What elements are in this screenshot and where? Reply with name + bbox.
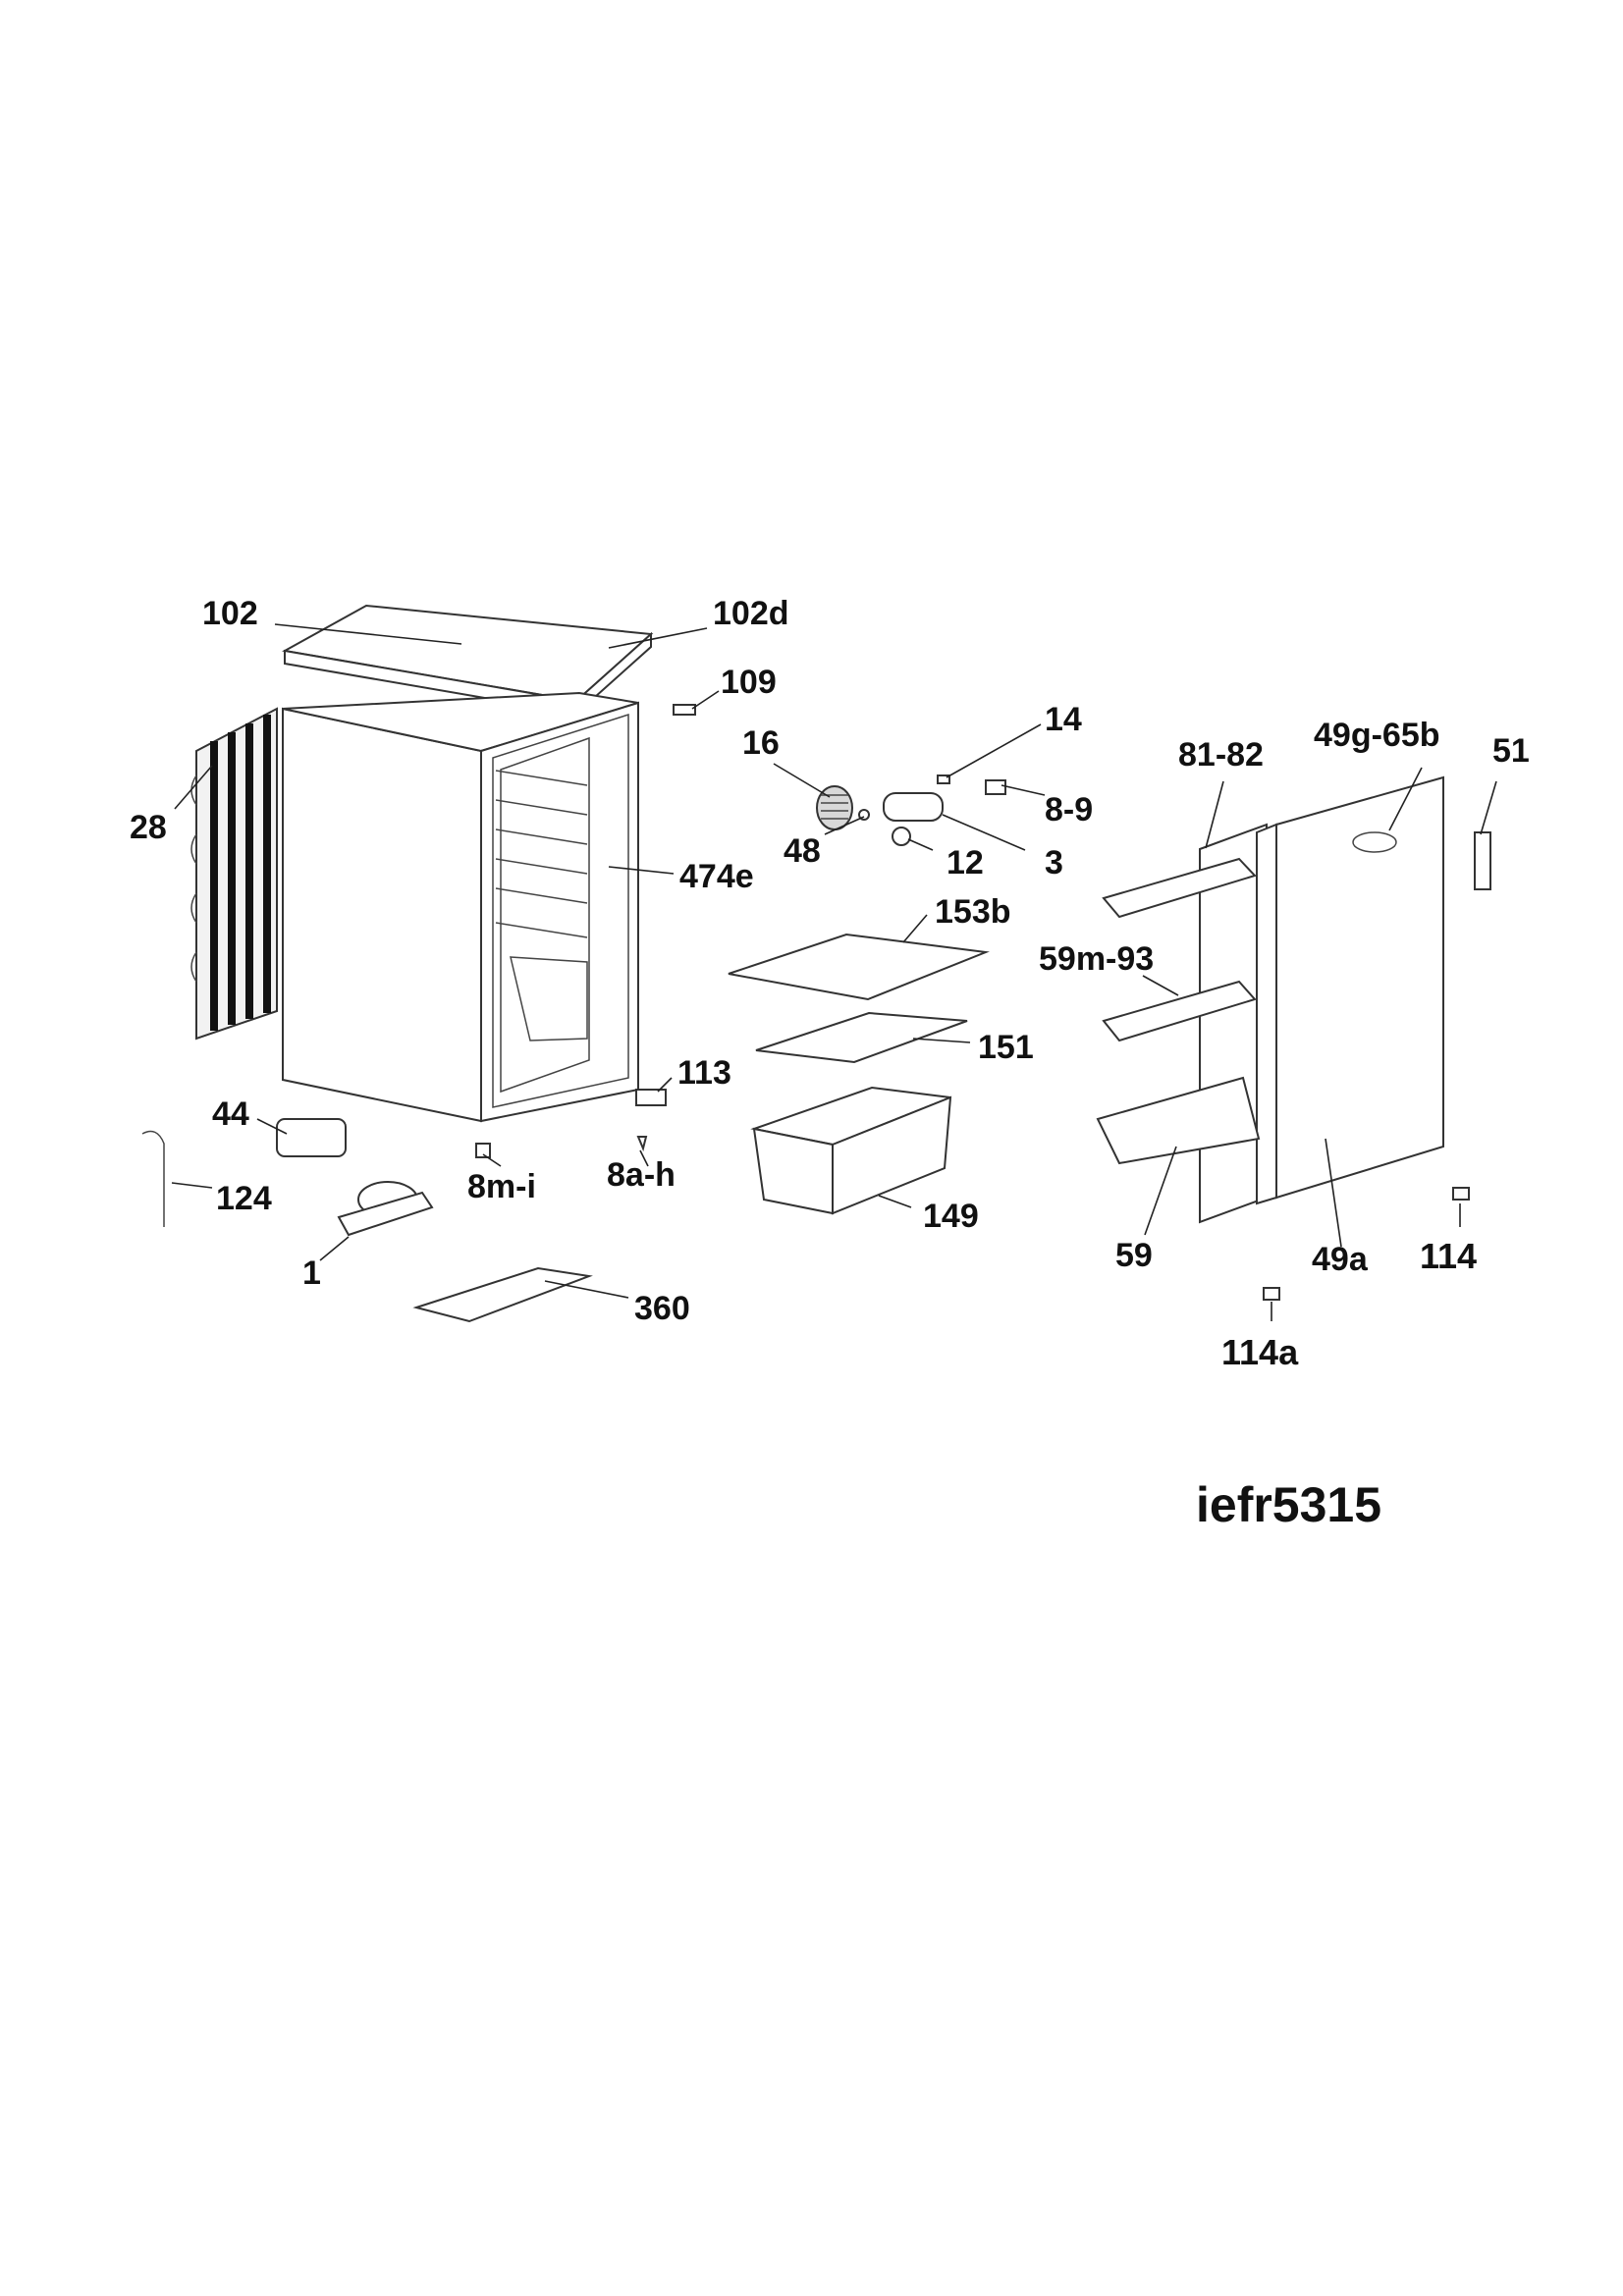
callout-8a-h: 8a-h bbox=[607, 1156, 676, 1194]
callout-49g-65b: 49g-65b bbox=[1314, 717, 1440, 754]
callout-1: 1 bbox=[302, 1255, 321, 1292]
callout-8m-i: 8m-i bbox=[467, 1168, 536, 1205]
callout-51: 51 bbox=[1492, 732, 1530, 770]
callout-14: 14 bbox=[1045, 701, 1082, 738]
callout-81-82: 81-82 bbox=[1178, 736, 1264, 774]
leader-lines bbox=[171, 623, 1497, 1321]
crisper-drawer bbox=[750, 1086, 952, 1215]
condenser-coil bbox=[190, 707, 278, 1041]
callout-114a: 114a bbox=[1221, 1332, 1299, 1372]
callout-151: 151 bbox=[978, 1029, 1034, 1066]
callout-149: 149 bbox=[923, 1198, 979, 1235]
callout-102: 102 bbox=[202, 595, 258, 632]
callout-49a: 49a bbox=[1312, 1241, 1368, 1278]
callout-109: 109 bbox=[721, 664, 777, 701]
callout-28: 28 bbox=[130, 809, 167, 846]
door-balconies bbox=[1096, 857, 1261, 1165]
callout-59: 59 bbox=[1115, 1237, 1153, 1274]
callout-44: 44 bbox=[212, 1095, 249, 1133]
callout-102d: 102d bbox=[713, 595, 789, 632]
callout-8-9: 8-9 bbox=[1045, 791, 1094, 828]
callout-124: 124 bbox=[216, 1180, 272, 1217]
callout-360: 360 bbox=[634, 1290, 690, 1327]
callout-153b: 153b bbox=[935, 893, 1011, 931]
callout-12: 12 bbox=[947, 844, 984, 881]
callout-113: 113 bbox=[677, 1054, 731, 1092]
door bbox=[1199, 775, 1444, 1224]
callout-48: 48 bbox=[784, 832, 821, 870]
model-code: iefr5315 bbox=[1196, 1477, 1382, 1532]
callout-59m-93: 59m-93 bbox=[1039, 940, 1155, 978]
glass-shelves bbox=[728, 933, 990, 1064]
small-parts bbox=[141, 1089, 1470, 1323]
cabinet bbox=[282, 691, 639, 1123]
callout-474e: 474e bbox=[679, 858, 754, 895]
callout-3: 3 bbox=[1045, 844, 1063, 881]
callout-16: 16 bbox=[742, 724, 780, 762]
thermostat-group bbox=[673, 704, 1491, 890]
callout-114: 114 bbox=[1420, 1236, 1478, 1276]
